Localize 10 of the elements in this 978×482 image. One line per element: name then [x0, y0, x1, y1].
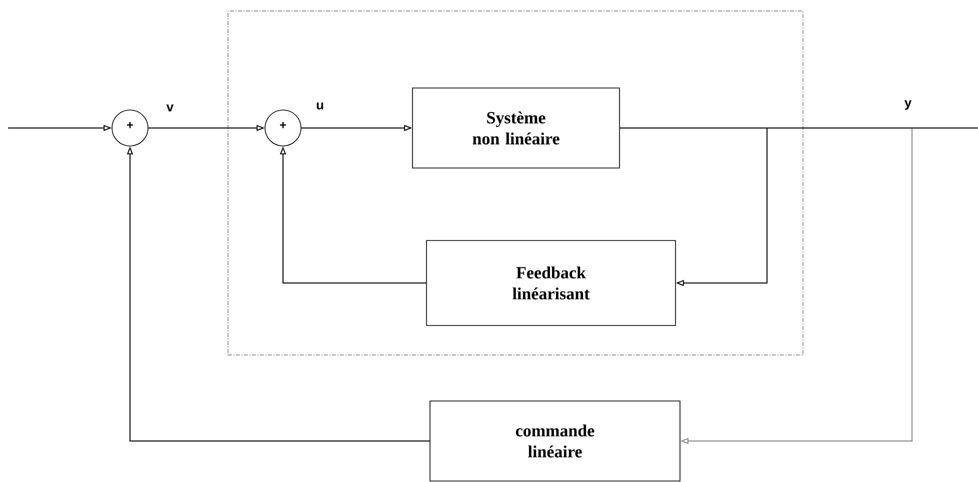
edge-label: u	[315, 102, 325, 110]
edge-label: v	[165, 104, 175, 112]
summing-junction: +	[112, 110, 148, 146]
dashed-boundary	[228, 10, 804, 356]
block-box: Feedback linéarisant	[426, 240, 676, 326]
summing-junction: +	[264, 110, 302, 146]
arrow	[619, 128, 768, 286]
block-box: Système non linéaire	[412, 88, 620, 168]
block-box: commande linéaire	[430, 400, 680, 482]
edge-label: y	[903, 99, 913, 111]
